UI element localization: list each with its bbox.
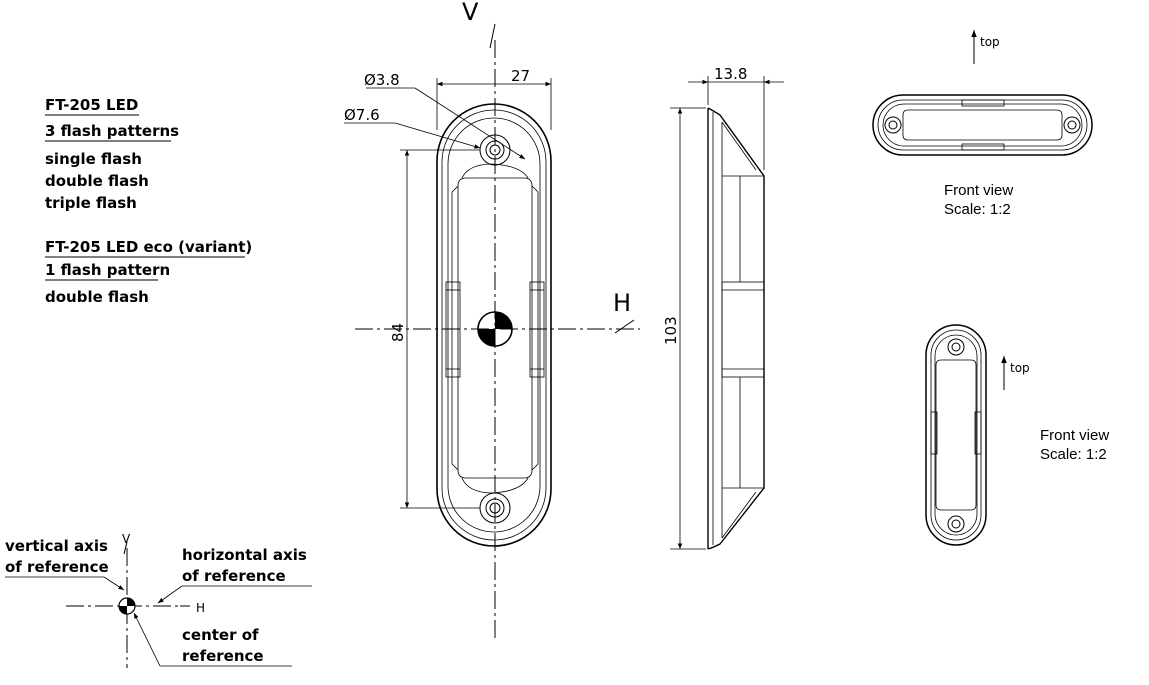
legend-v-label: V: [122, 532, 131, 546]
side-profile: [707, 107, 765, 550]
product-notes: FT-205 LED 3 flash patterns single flash…: [45, 96, 252, 306]
variant-pattern-item: double flash: [45, 288, 149, 306]
patterns-title: 3 flash patterns: [45, 122, 179, 140]
dim-height: 103: [662, 316, 680, 345]
side-view: 13.8 103: [662, 65, 784, 550]
front-view-title: Front view: [944, 182, 1013, 199]
legend-vertical-line1: vertical axis: [5, 537, 108, 555]
dim-width: 27: [511, 67, 530, 85]
product-title: FT-205 LED: [45, 96, 138, 114]
pattern-item: triple flash: [45, 194, 137, 212]
reference-legend: V H vertical axis of reference horizonta…: [5, 532, 312, 668]
variant-title: FT-205 LED eco (variant): [45, 238, 252, 256]
lamp-outline-small-vertical: [925, 324, 987, 546]
top-label: top: [980, 35, 1000, 49]
dim-hole-small: Ø3.8: [364, 71, 400, 89]
variant-patterns-title: 1 flash pattern: [45, 261, 170, 279]
front-view-scale-vertical: Scale: 1:2: [1040, 446, 1107, 463]
pattern-item: double flash: [45, 172, 149, 190]
pattern-item: single flash: [45, 150, 142, 168]
legend-center-line1: center of: [182, 626, 259, 644]
dim-depth: 13.8: [714, 65, 747, 83]
dim-hole-spacing: 84: [389, 323, 407, 342]
dim-hole-large: Ø7.6: [344, 106, 380, 124]
main-view: V H 27 Ø3.8 Ø7.6 84: [344, 0, 640, 640]
legend-horizontal-line1: horizontal axis: [182, 546, 307, 564]
lamp-outline-small: [872, 94, 1093, 156]
lamp-outline: [436, 103, 552, 547]
legend-center-line2: reference: [182, 647, 264, 665]
legend-h-label: H: [196, 601, 205, 615]
front-view-title-vertical: Front view: [1040, 427, 1109, 444]
front-view-vertical: top Front view Scale: 1:2: [925, 324, 1109, 546]
legend-vertical-line2: of reference: [5, 558, 109, 576]
lamp-rim: [441, 109, 547, 541]
front-view-scale: Scale: 1:2: [944, 201, 1011, 218]
top-label-vertical: top: [1010, 361, 1030, 375]
legend-horizontal-line2: of reference: [182, 567, 286, 585]
axis-v-label: V: [462, 0, 479, 26]
axis-h-label: H: [613, 289, 631, 317]
front-view-horizontal: top Front view Scale: 1:2: [872, 30, 1093, 218]
